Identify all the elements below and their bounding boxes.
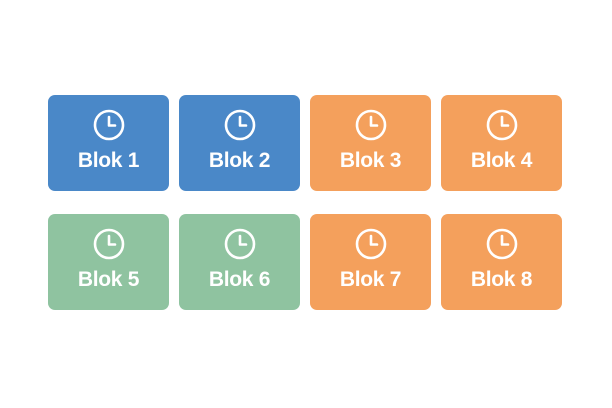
block-tile-8[interactable]: Blok 8 bbox=[441, 214, 562, 310]
clock-icon bbox=[354, 227, 388, 261]
clock-icon bbox=[92, 108, 126, 142]
clock-icon bbox=[92, 227, 126, 261]
block-label: Blok 4 bbox=[470, 149, 533, 172]
clock-icon bbox=[223, 227, 257, 261]
block-tile-6[interactable]: Blok 6 bbox=[179, 214, 300, 310]
clock-icon bbox=[485, 227, 519, 261]
block-label: Blok 7 bbox=[339, 268, 402, 291]
clock-icon bbox=[485, 108, 519, 142]
block-label: Blok 1 bbox=[77, 149, 140, 172]
block-label: Blok 8 bbox=[470, 268, 533, 291]
clock-icon bbox=[223, 108, 257, 142]
block-tile-4[interactable]: Blok 4 bbox=[441, 95, 562, 191]
block-label: Blok 6 bbox=[208, 268, 271, 291]
block-tile-1[interactable]: Blok 1 bbox=[48, 95, 169, 191]
clock-icon bbox=[354, 108, 388, 142]
block-tile-7[interactable]: Blok 7 bbox=[310, 214, 431, 310]
block-tile-2[interactable]: Blok 2 bbox=[179, 95, 300, 191]
block-label: Blok 3 bbox=[339, 149, 402, 172]
block-grid: Blok 1 Blok 2 Blok 3 Blok 4 Blok 5 Blok … bbox=[48, 95, 563, 310]
block-tile-5[interactable]: Blok 5 bbox=[48, 214, 169, 310]
block-tile-3[interactable]: Blok 3 bbox=[310, 95, 431, 191]
block-label: Blok 2 bbox=[208, 149, 271, 172]
block-label: Blok 5 bbox=[77, 268, 140, 291]
